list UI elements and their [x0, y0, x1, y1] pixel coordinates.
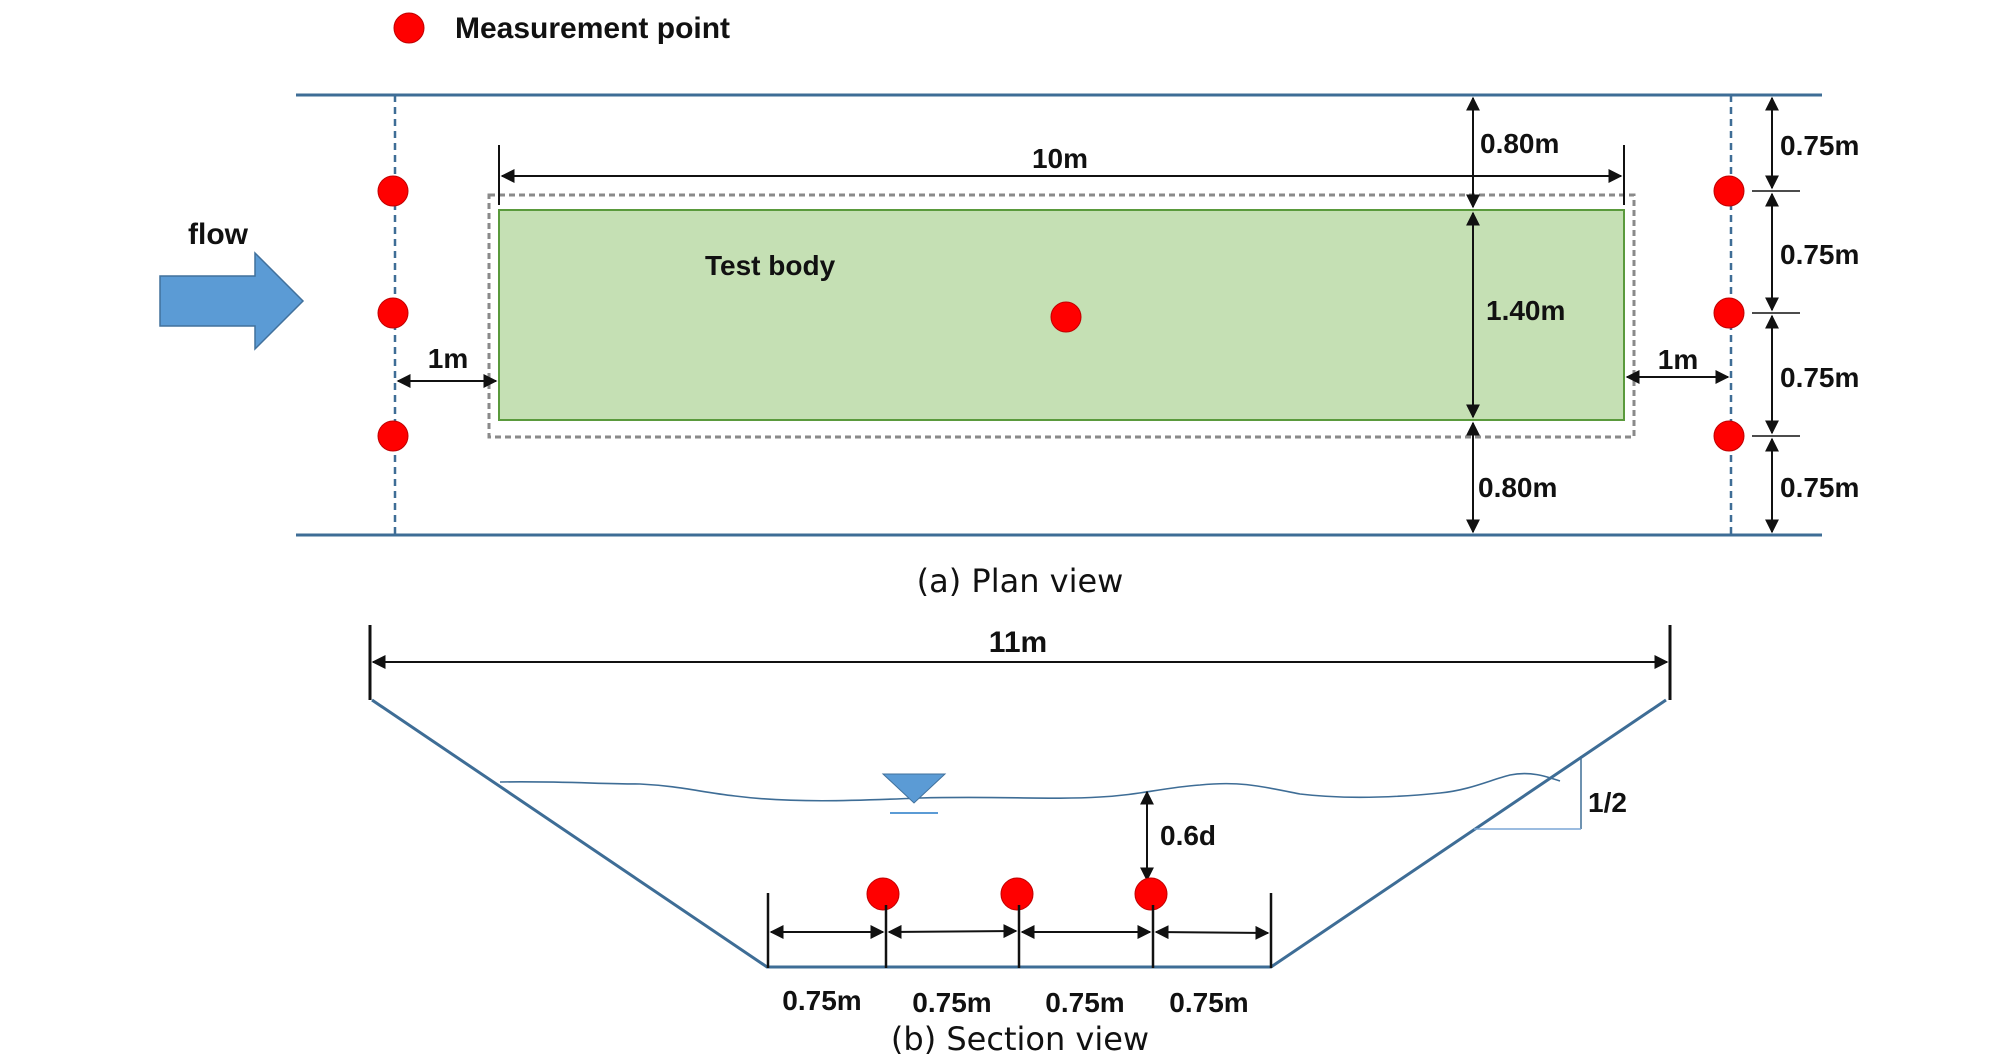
- dim-spacing-arrow: [887, 924, 1018, 939]
- dim-spacing-label: 0.75m: [782, 985, 861, 1016]
- test-body-outline: [487, 193, 1636, 439]
- plan-view: flow Test body 10m 0.80m 1.40m 0.80m 1m …: [159, 93, 1859, 600]
- legend-label: Measurement point: [455, 12, 730, 45]
- measurement-point-icon: [1713, 175, 1745, 207]
- dim-spacing-label: 0.75m: [912, 987, 991, 1018]
- measurement-point-icon: [1134, 877, 1168, 911]
- dim-length-label: 10m: [1032, 143, 1088, 174]
- dim-downstream-label: 1m: [1658, 344, 1698, 375]
- dim-spacing-label: 0.75m: [1045, 987, 1124, 1018]
- dim-gap-top-label: 0.80m: [1480, 128, 1559, 159]
- measurement-point-icon: [1713, 297, 1745, 329]
- water-surface: [499, 772, 1561, 802]
- legend: Measurement point: [393, 12, 730, 45]
- measurement-point-icon: [1050, 301, 1082, 333]
- legend-marker-icon: [393, 12, 425, 44]
- dim-slope-label: 1/2: [1588, 787, 1627, 818]
- flow-label: flow: [188, 218, 249, 251]
- section-view: 11m 1/2 0.6d 0.75m 0.75m 0.75m 0.75m: [368, 625, 1672, 1058]
- dim-depth-label: 0.6d: [1160, 820, 1216, 851]
- dim-width-label: 1.40m: [1486, 295, 1565, 326]
- dim-spacing-label: 0.75m: [1169, 987, 1248, 1018]
- section-view-caption: (b) Section view: [891, 1020, 1149, 1058]
- test-body-label: Test body: [705, 250, 836, 281]
- measurement-point-icon: [866, 877, 900, 911]
- measurement-point-icon: [1000, 877, 1034, 911]
- measurement-point-icon: [377, 175, 409, 207]
- plan-view-caption: (a) Plan view: [917, 562, 1124, 600]
- dim-spacing-label: 0.75m: [1780, 239, 1859, 270]
- dim-spacing-arrow: [1154, 925, 1270, 940]
- water-level-icon: [881, 773, 947, 804]
- dim-upstream-label: 1m: [428, 343, 468, 374]
- dim-gap-bottom-label: 0.80m: [1478, 472, 1557, 503]
- measurement-point-icon: [1713, 420, 1745, 452]
- dim-spacing-label: 0.75m: [1780, 472, 1859, 503]
- dim-spacing-label: 0.75m: [1780, 130, 1859, 161]
- flow-arrow-icon: [159, 251, 305, 351]
- dim-spacing-label: 0.75m: [1780, 362, 1859, 393]
- dim-top-width-label: 11m: [989, 626, 1047, 659]
- measurement-point-icon: [377, 297, 409, 329]
- measurement-point-icon: [377, 420, 409, 452]
